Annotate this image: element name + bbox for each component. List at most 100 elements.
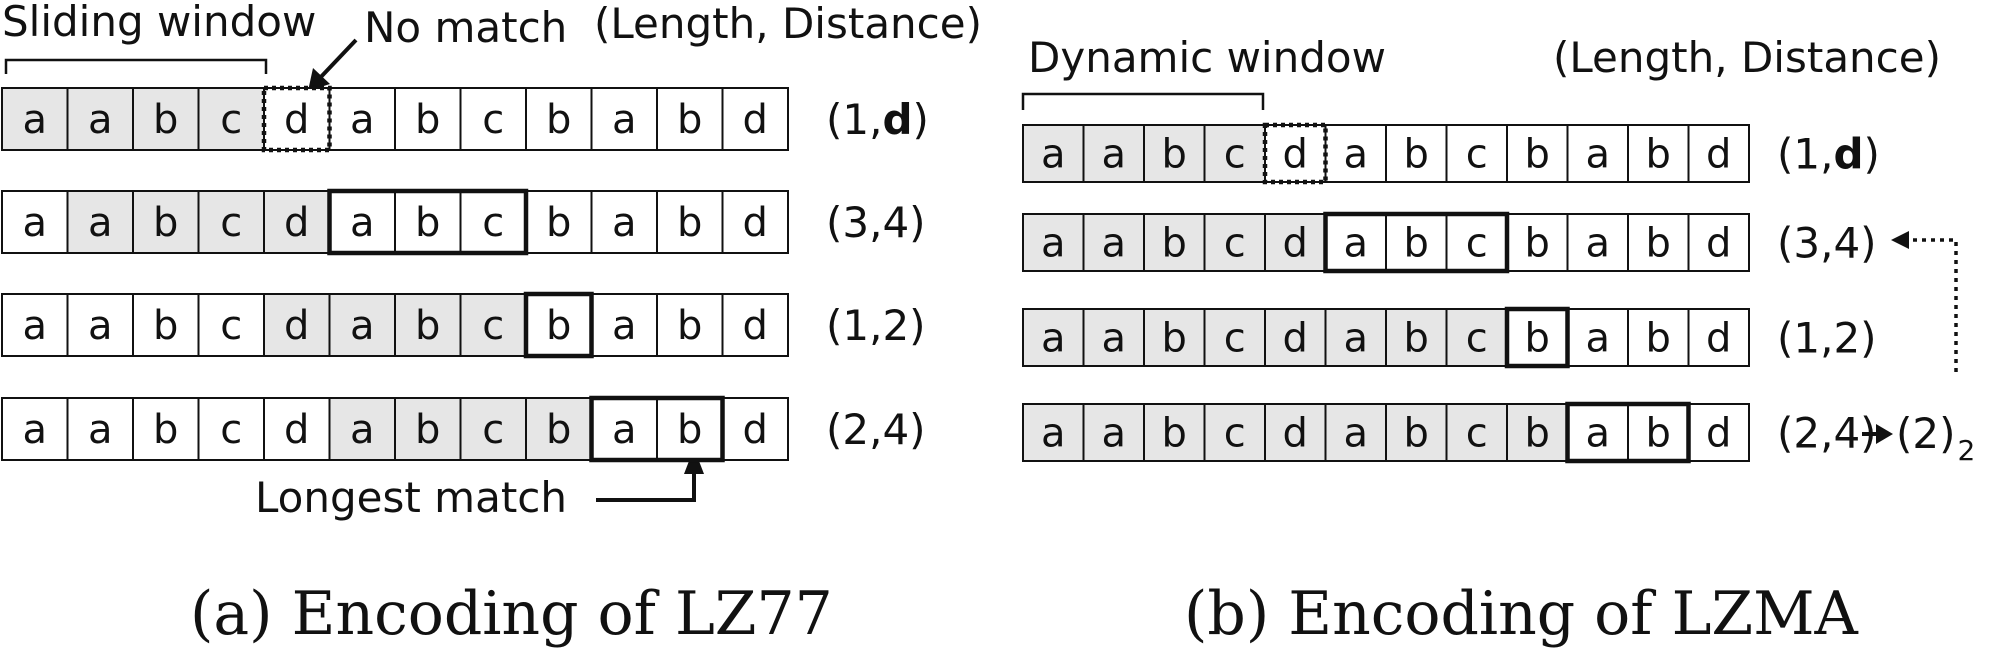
cell-symbol: a bbox=[1343, 132, 1368, 178]
buffer-cell bbox=[1385, 124, 1448, 183]
buffer-cell bbox=[721, 190, 789, 254]
cell-symbol: a bbox=[1585, 316, 1610, 362]
cell-symbol: a bbox=[88, 200, 113, 246]
cell-symbol: b bbox=[1525, 132, 1550, 178]
match-box bbox=[327, 188, 529, 256]
length-distance-output: (1,d) bbox=[1777, 130, 1880, 179]
cell-symbol: b bbox=[546, 200, 571, 246]
cell-symbol: c bbox=[220, 407, 242, 453]
buffer-cell bbox=[197, 397, 265, 461]
buffer-cell bbox=[1627, 124, 1690, 183]
buffer-cell bbox=[66, 190, 134, 254]
reuse-distance-arrow bbox=[1905, 238, 1958, 372]
buffer-cell bbox=[132, 397, 200, 461]
cell-symbol: d bbox=[1706, 316, 1731, 362]
reuse-distance-arrowhead bbox=[1891, 231, 1909, 249]
buffer-cell bbox=[459, 293, 527, 357]
buffer-cell bbox=[197, 87, 265, 151]
cell-symbol: a bbox=[88, 97, 113, 143]
buffer-cell bbox=[1385, 403, 1448, 462]
cell-symbol: c bbox=[1466, 221, 1488, 267]
buffer-cell bbox=[328, 87, 396, 151]
cell-symbol: b bbox=[415, 407, 440, 453]
buffer-cell bbox=[1566, 213, 1629, 272]
buffer-cell bbox=[1203, 213, 1266, 272]
cell-symbol: b bbox=[1404, 411, 1429, 457]
caption-a: (a) Encoding of LZ77 bbox=[190, 579, 833, 649]
buffer-cell bbox=[1264, 124, 1327, 183]
cell-symbol: c bbox=[482, 303, 504, 349]
match-box bbox=[1565, 401, 1691, 464]
cell-symbol: b bbox=[1646, 132, 1671, 178]
cell-symbol: c bbox=[1466, 132, 1488, 178]
buffer-cell bbox=[590, 293, 658, 357]
buffer-cell bbox=[394, 190, 462, 254]
cell-symbol: a bbox=[1041, 132, 1066, 178]
cell-symbol: b bbox=[677, 200, 702, 246]
cell-symbol: c bbox=[1224, 411, 1246, 457]
buffer-cell bbox=[721, 87, 789, 151]
cell-symbol: a bbox=[1585, 221, 1610, 267]
cell-symbol: b bbox=[1404, 316, 1429, 362]
cell-symbol: c bbox=[482, 200, 504, 246]
buffer-cell bbox=[1324, 213, 1387, 272]
buffer-cell bbox=[525, 87, 593, 151]
cell-symbol: a bbox=[612, 97, 637, 143]
cell-symbol: b bbox=[1646, 411, 1671, 457]
rep-distance-label: (2)2 bbox=[1896, 409, 1975, 467]
cell-symbol: b bbox=[415, 200, 440, 246]
cell-symbol: a bbox=[1343, 316, 1368, 362]
cell-symbol: b bbox=[1646, 316, 1671, 362]
cell-symbol: d bbox=[743, 200, 768, 246]
buffer-cell bbox=[197, 190, 265, 254]
no-match-box bbox=[261, 85, 332, 153]
buffer-cell bbox=[1445, 403, 1508, 462]
buffer-cell bbox=[656, 293, 724, 357]
buffer-cell bbox=[1385, 308, 1448, 367]
buffer-cell bbox=[1687, 124, 1750, 183]
cell-symbol: b bbox=[1162, 221, 1187, 267]
panel-lz77: Sliding window No match (Length, Distanc… bbox=[1, 0, 982, 649]
buffer-cell bbox=[1143, 308, 1206, 367]
buffer-cell bbox=[1324, 124, 1387, 183]
buffer-cell bbox=[1445, 308, 1508, 367]
cell-symbol: c bbox=[220, 303, 242, 349]
cell-symbol: c bbox=[1466, 411, 1488, 457]
buffer-cell bbox=[66, 397, 134, 461]
cell-symbol: d bbox=[743, 97, 768, 143]
cell-symbol: a bbox=[88, 407, 113, 453]
buffer-cell bbox=[1022, 308, 1085, 367]
cell-symbol: a bbox=[1101, 132, 1126, 178]
cell-symbol: b bbox=[153, 200, 178, 246]
buffer-cell bbox=[263, 190, 331, 254]
cell-symbol: d bbox=[743, 407, 768, 453]
buffer-cell bbox=[1264, 213, 1327, 272]
cell-symbol: b bbox=[1525, 316, 1550, 362]
cell-symbol: b bbox=[1404, 132, 1429, 178]
cell-symbol: a bbox=[1343, 411, 1368, 457]
cell-symbol: b bbox=[1404, 221, 1429, 267]
panel-b-header: (Length, Distance) bbox=[1553, 33, 1941, 82]
buffer-cell bbox=[1566, 124, 1629, 183]
cell-symbol: c bbox=[220, 200, 242, 246]
panel-a-header: (Length, Distance) bbox=[594, 0, 982, 48]
caption-b: (b) Encoding of LZMA bbox=[1184, 579, 1859, 649]
cell-symbol: b bbox=[546, 303, 571, 349]
length-distance-output: (2,4) bbox=[826, 405, 926, 454]
cell-symbol: d bbox=[284, 97, 309, 143]
length-distance-output: (1,2) bbox=[826, 301, 926, 350]
buffer-cell bbox=[1, 190, 69, 254]
buffer-cell bbox=[66, 293, 134, 357]
buffer-cell bbox=[263, 293, 331, 357]
cell-symbol: a bbox=[350, 200, 375, 246]
panel-lzma: Dynamic window (Length, Distance) (2)2 (… bbox=[1021, 33, 1975, 649]
cell-symbol: a bbox=[350, 303, 375, 349]
cell-symbol: c bbox=[1466, 316, 1488, 362]
cell-symbol: a bbox=[1343, 221, 1368, 267]
buffer-cell bbox=[1, 87, 69, 151]
buffer-cell bbox=[394, 87, 462, 151]
cell-symbol: a bbox=[1101, 221, 1126, 267]
